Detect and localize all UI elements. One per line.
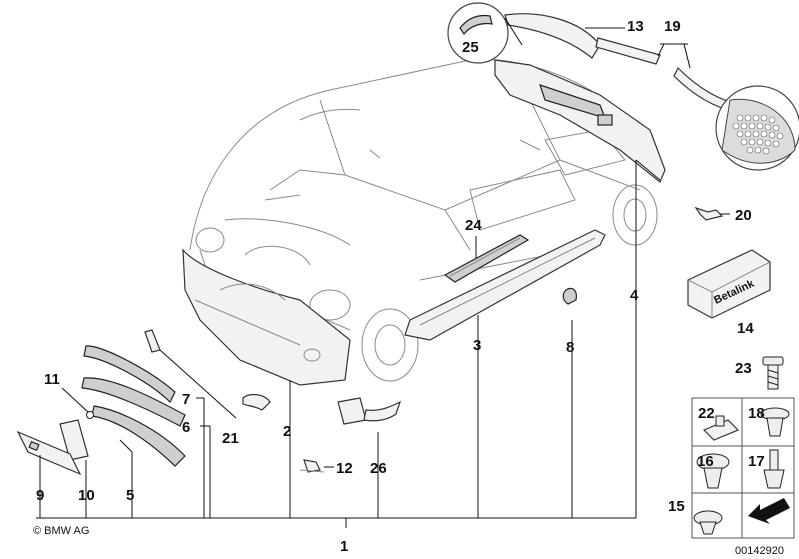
- callout-15[interactable]: 15: [668, 498, 685, 515]
- tow-hook-cover[interactable]: [337, 397, 402, 425]
- betalink-package[interactable]: Betalink: [687, 249, 771, 319]
- sill-strip[interactable]: [443, 234, 530, 283]
- car-outline: [189, 58, 666, 382]
- grille-strip-upper[interactable]: [83, 345, 176, 404]
- grille-strip-lower[interactable]: [91, 405, 186, 467]
- front-bumper[interactable]: [182, 248, 351, 386]
- callout-20[interactable]: 20: [735, 207, 752, 224]
- clip-15[interactable]: [693, 510, 723, 535]
- callout-24[interactable]: 24: [465, 217, 482, 234]
- callout-9[interactable]: 9: [36, 487, 44, 504]
- copyright-text: © BMW AG: [33, 525, 89, 537]
- trim-strips[interactable]: [595, 37, 741, 114]
- callout-17[interactable]: 17: [748, 453, 765, 470]
- nut-11[interactable]: [86, 411, 94, 419]
- side-skirt[interactable]: [404, 229, 606, 341]
- callout-26[interactable]: 26: [370, 460, 387, 477]
- callout-2[interactable]: 2: [283, 423, 291, 440]
- callout-19[interactable]: 19: [664, 18, 681, 35]
- callout-21[interactable]: 21: [222, 430, 239, 447]
- clip-12[interactable]: [299, 459, 325, 473]
- callout-25[interactable]: 25: [462, 39, 479, 56]
- grille-strip-middle[interactable]: [81, 377, 186, 427]
- callout-labels: 1 2 3 4 5 6 7 8 9 10 11 12 13 14 15 16 1…: [36, 18, 765, 555]
- callout-4[interactable]: 4: [630, 287, 639, 304]
- side-marker-7[interactable]: [242, 393, 271, 411]
- callout-23[interactable]: 23: [735, 360, 752, 377]
- navigation-arrow-icon[interactable]: [748, 498, 790, 524]
- plate-bracket-9[interactable]: [16, 430, 82, 476]
- plate-holder-10[interactable]: [59, 419, 89, 461]
- detail-circle-mesh: [715, 85, 799, 171]
- callout-6[interactable]: 6: [182, 419, 190, 436]
- detail-circle-25: [447, 2, 523, 64]
- leader-lines: [36, 27, 730, 528]
- push-rivet-18[interactable]: [760, 407, 790, 437]
- callout-22[interactable]: 22: [698, 405, 715, 422]
- callout-8[interactable]: 8: [566, 339, 574, 356]
- spoiler-cap[interactable]: [504, 13, 601, 59]
- rear-bumper[interactable]: [494, 59, 666, 183]
- callout-10[interactable]: 10: [78, 487, 95, 504]
- callout-5[interactable]: 5: [126, 487, 134, 504]
- callout-11[interactable]: 11: [44, 371, 60, 388]
- rivet-16[interactable]: [696, 453, 730, 489]
- cap-8[interactable]: [562, 287, 577, 305]
- clip-nut-22[interactable]: [702, 415, 740, 441]
- callout-7[interactable]: 7: [182, 391, 190, 408]
- callout-1[interactable]: 1: [340, 538, 348, 555]
- callout-13[interactable]: 13: [627, 18, 644, 35]
- callout-16[interactable]: 16: [697, 453, 714, 470]
- callout-18[interactable]: 18: [748, 405, 765, 422]
- trim-21[interactable]: [144, 329, 161, 353]
- pin-17[interactable]: [763, 449, 785, 489]
- callout-14[interactable]: 14: [737, 320, 754, 337]
- diagram-id: 00142920: [735, 545, 784, 557]
- callout-12[interactable]: 12: [336, 460, 353, 477]
- clip-20[interactable]: [694, 206, 724, 221]
- callout-3[interactable]: 3: [473, 337, 481, 354]
- screw-23[interactable]: [762, 356, 784, 390]
